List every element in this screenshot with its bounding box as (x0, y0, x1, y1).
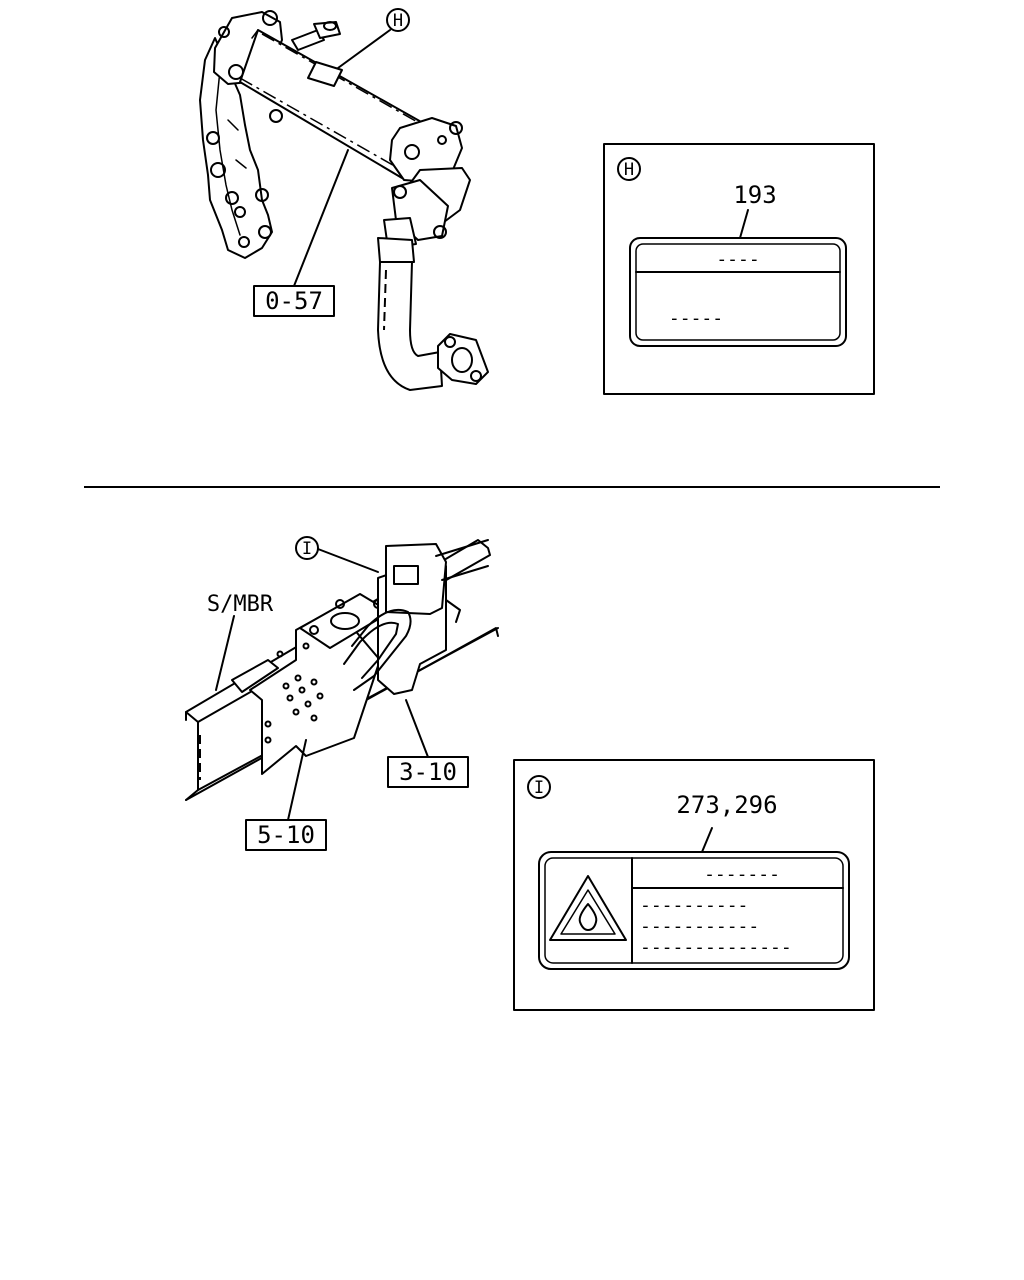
warning-triangle-icon (549, 875, 627, 941)
frame-bracket-illustration (185, 539, 499, 821)
detail-i-marker: I (534, 778, 544, 798)
detail-h-marker: H (624, 160, 634, 180)
detail-h-label-line-2: ----- (669, 308, 723, 329)
detail-box-h: H 193 ---- ----- (603, 143, 875, 395)
detail-h-label-line-1: ---- (716, 249, 759, 270)
upper-ref-box: 0-57 (253, 285, 335, 317)
lower-marker-i: I (302, 539, 312, 559)
detail-i-label-title: ------- (704, 864, 780, 885)
detail-i-part-number: 273,296 (676, 791, 777, 819)
lower-ref-label-a: 3-10 (399, 758, 457, 786)
lower-ref-box-b: 5-10 (245, 819, 327, 851)
detail-i-label-line-2: ----------- (640, 916, 759, 937)
lower-ref-label-b: 5-10 (257, 821, 315, 849)
upper-ref-label: 0-57 (265, 287, 323, 315)
detail-i-label-line-3: -------------- (640, 937, 792, 958)
detail-i-label-line-1: ---------- (640, 895, 748, 916)
detail-h-part-number: 193 (733, 181, 776, 209)
lower-label-smbr: S/MBR (207, 592, 274, 617)
lower-ref-box-a: 3-10 (387, 756, 469, 788)
egr-cooler-illustration (199, 10, 489, 391)
detail-box-i: I 273,296 ------- ---------- -----------… (513, 759, 875, 1011)
lower-callout-i: I (295, 536, 319, 560)
droplet-icon (578, 903, 598, 931)
upper-callout-h: H (386, 8, 410, 32)
upper-marker-h: H (393, 11, 403, 31)
